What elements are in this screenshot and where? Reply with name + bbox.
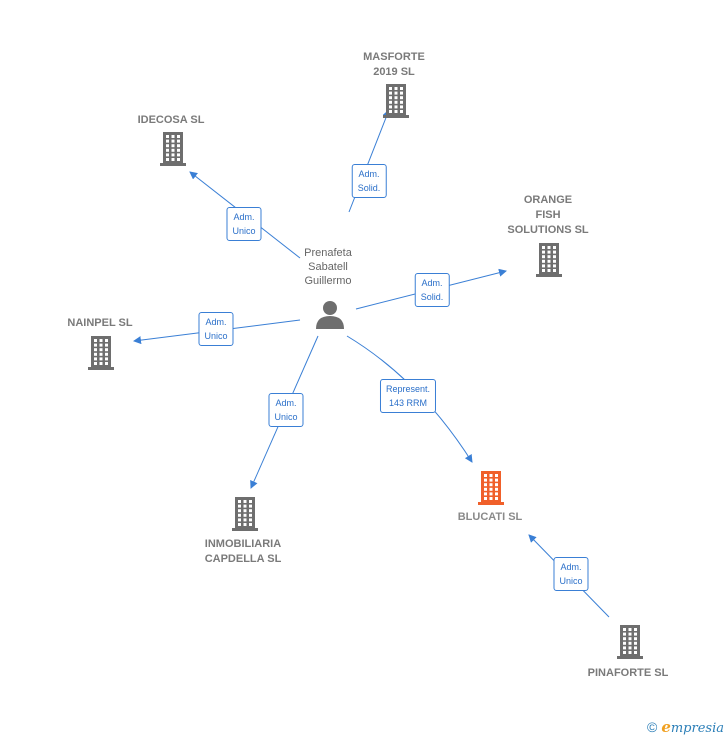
edge-label-line: 143 RRM	[388, 398, 427, 408]
edge-label-line: Unico	[232, 226, 256, 236]
building-icon[interactable]	[88, 336, 114, 370]
person-name-line: Sabatell	[308, 261, 348, 273]
edge-label-line: Adm.	[233, 212, 255, 222]
company-label-line: ORANGE	[523, 194, 573, 206]
company-label-line: NAINPEL SL	[67, 317, 133, 329]
edge-label-person-to-masforte[interactable]: Adm. Solid.	[351, 164, 387, 198]
edge-label-line: Adm.	[421, 278, 443, 288]
company-label-line: FISH	[535, 209, 561, 221]
building-icon[interactable]	[160, 132, 186, 166]
company-label-line: MASFORTE	[363, 51, 425, 63]
company-label-line: BLUCATI SL	[457, 511, 523, 523]
edge-label-pinaforte-to-blucati[interactable]: Adm. Unico	[553, 557, 589, 591]
company-label-line: IDECOSA SL	[137, 114, 205, 126]
edge-label-line: Unico	[274, 412, 298, 422]
edge-label-person-to-nainpel[interactable]: Adm. Unico	[198, 312, 234, 346]
footer-brand: © empresia	[647, 718, 724, 736]
person-name-line: Prenafeta	[304, 247, 352, 259]
company-label-pinaforte[interactable]: PINAFORTE SL	[588, 666, 669, 681]
edge-label-line: Adm.	[275, 398, 297, 408]
edge-label-line: Solid.	[420, 292, 444, 302]
edge-label-line: Unico	[559, 576, 583, 586]
company-label-line: CAPDELLA SL	[204, 553, 282, 565]
company-label-orange[interactable]: ORANGE FISH SOLUTIONS SL	[507, 193, 588, 238]
company-label-masforte[interactable]: MASFORTE 2019 SL	[363, 50, 425, 80]
edge-label-line: Unico	[204, 331, 228, 341]
edge-label-person-to-idecosa[interactable]: Adm. Unico	[226, 207, 262, 241]
company-label-blucati[interactable]: BLUCATI SL	[458, 510, 523, 525]
edge-label-line: Adm.	[358, 169, 380, 179]
company-label-line: INMOBILIARIA	[204, 538, 282, 550]
edge-label-line: Solid.	[357, 183, 381, 193]
building-icon[interactable]	[232, 497, 258, 531]
copyright-symbol: ©	[646, 719, 658, 735]
company-label-idecosa[interactable]: IDECOSA SL	[138, 113, 205, 128]
company-label-inmobiliaria[interactable]: INMOBILIARIA CAPDELLA SL	[205, 537, 282, 567]
company-label-nainpel[interactable]: NAINPEL SL	[67, 316, 132, 331]
edge-label-person-to-orange[interactable]: Adm. Solid.	[414, 273, 450, 307]
edge-label-line: Adm.	[560, 562, 582, 572]
company-label-line: PINAFORTE SL	[587, 667, 669, 679]
person-icon[interactable]	[316, 301, 344, 329]
brand-logo: empresia	[661, 718, 724, 736]
company-label-line: SOLUTIONS SL	[507, 224, 589, 236]
edge-label-person-to-inmobiliaria[interactable]: Adm. Unico	[268, 393, 304, 427]
building-icon[interactable]	[536, 243, 562, 277]
edge-label-line: Represent.	[385, 384, 431, 394]
edge-label-line: Adm.	[205, 317, 227, 327]
building-icon[interactable]	[617, 625, 643, 659]
company-label-line: 2019 SL	[373, 66, 415, 78]
edge-label-person-to-blucati[interactable]: Represent. 143 RRM	[379, 379, 437, 413]
building-icon[interactable]	[383, 84, 409, 118]
building-icon[interactable]	[478, 471, 504, 505]
person-name-line: Guillermo	[304, 275, 352, 287]
